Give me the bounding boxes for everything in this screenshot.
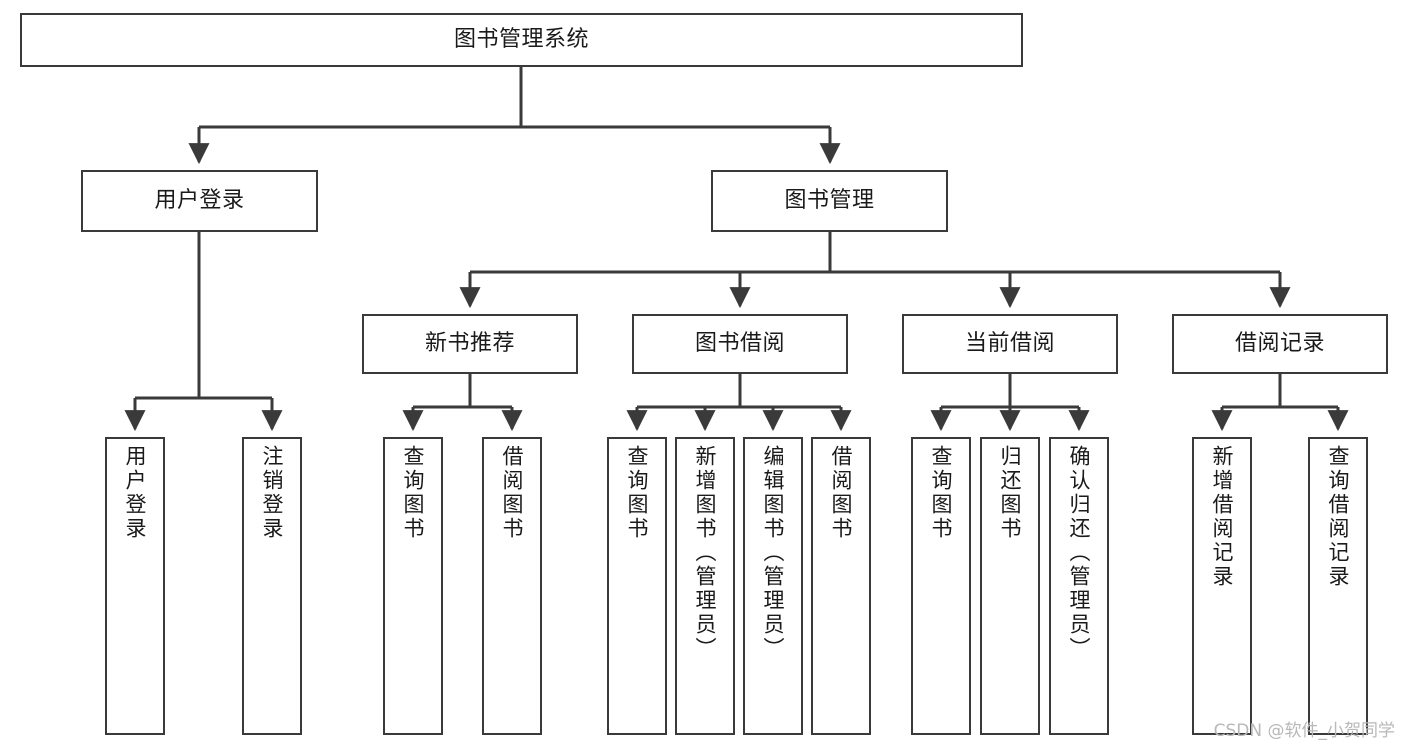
node-book-manage-label: 图书管理 [784,188,875,214]
leaf-add-book-label: 新增图书（管理员） [693,445,718,661]
node-root[interactable]: 图书管理系统 [20,13,1023,67]
node-current-borrow[interactable]: 当前借阅 [902,314,1118,374]
leaf-borrow-book-2[interactable]: 借阅图书 [811,437,871,735]
node-book-borrow[interactable]: 图书借阅 [632,314,848,374]
leaf-query-record-label: 查询借阅记录 [1326,445,1351,589]
leaf-user-login[interactable]: 用户登录 [105,437,165,735]
leaf-add-book[interactable]: 新增图书（管理员） [675,437,735,735]
leaf-query-book-1[interactable]: 查询图书 [383,437,443,735]
node-new-book-rec[interactable]: 新书推荐 [362,314,578,374]
leaf-user-login-label: 用户登录 [123,445,148,541]
leaf-query-book-2-label: 查询图书 [625,445,650,541]
watermark: CSDN @软件_小贺同学 [1213,721,1395,741]
node-root-label: 图书管理系统 [453,27,589,53]
leaf-query-book-2[interactable]: 查询图书 [607,437,667,735]
node-book-borrow-label: 图书借阅 [694,331,785,357]
leaf-borrow-book-2-label: 借阅图书 [829,445,854,541]
leaf-edit-book[interactable]: 编辑图书（管理员） [743,437,803,735]
leaf-query-book-3[interactable]: 查询图书 [911,437,971,735]
leaf-confirm-return-label: 确认归还（管理员） [1067,445,1092,661]
leaf-logout[interactable]: 注销登录 [242,437,302,735]
leaf-query-book-3-label: 查询图书 [929,445,954,541]
leaf-query-book-1-label: 查询图书 [401,445,426,541]
leaf-add-record-label: 新增借阅记录 [1210,445,1235,589]
leaf-add-record[interactable]: 新增借阅记录 [1192,437,1252,735]
node-borrow-record-label: 借阅记录 [1234,331,1325,357]
node-new-book-rec-label: 新书推荐 [424,331,515,357]
leaf-confirm-return[interactable]: 确认归还（管理员） [1049,437,1109,735]
leaf-borrow-book-1[interactable]: 借阅图书 [482,437,542,735]
node-book-manage[interactable]: 图书管理 [711,170,948,232]
leaf-return-book-label: 归还图书 [998,445,1023,541]
leaf-return-book[interactable]: 归还图书 [980,437,1040,735]
leaf-logout-label: 注销登录 [260,445,285,541]
node-current-borrow-label: 当前借阅 [964,331,1055,357]
node-user-login-label: 用户登录 [154,188,245,214]
node-borrow-record[interactable]: 借阅记录 [1172,314,1388,374]
leaf-borrow-book-1-label: 借阅图书 [500,445,525,541]
leaf-query-record[interactable]: 查询借阅记录 [1308,437,1368,735]
leaf-edit-book-label: 编辑图书（管理员） [761,445,786,661]
node-user-login[interactable]: 用户登录 [81,170,318,232]
